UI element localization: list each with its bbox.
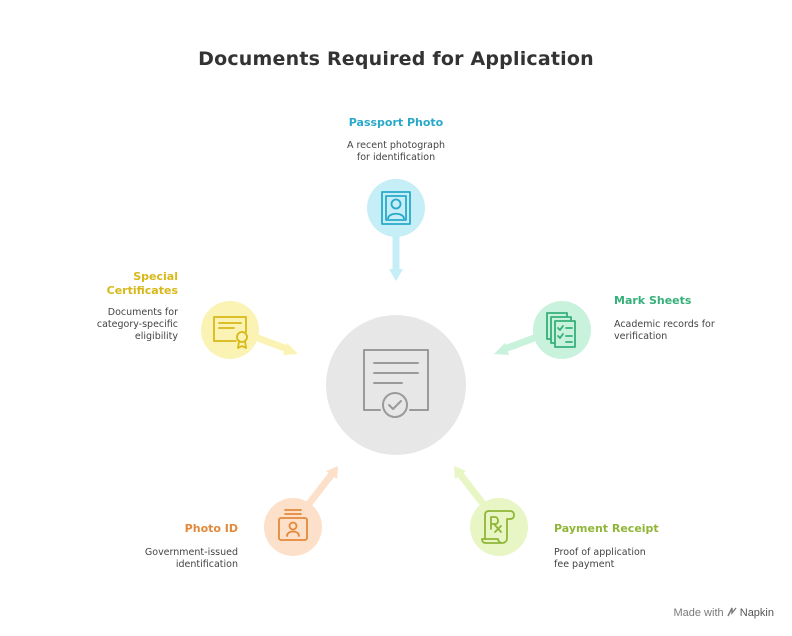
made-with-text: Made with	[673, 607, 724, 619]
payment-node	[470, 498, 528, 556]
center-node	[326, 315, 466, 455]
passport-label: Passport Photo	[348, 116, 444, 129]
arrow-certificates	[253, 333, 298, 355]
payment-description-line: fee payment	[554, 559, 615, 570]
arrow-marksheets	[494, 333, 539, 355]
passport-description: A recent photograph for identification	[296, 140, 496, 164]
diagram-title: Documents Required for Application	[198, 48, 594, 70]
made-with-napkin-footer[interactable]: Made with Napkin	[673, 607, 774, 619]
certificates-description: Documents for category-specific eligibil…	[60, 307, 178, 343]
passport-node	[367, 179, 425, 237]
napkin-brand: Napkin	[739, 607, 774, 619]
marksheets-description-line: Academic records for	[614, 319, 715, 330]
marksheets-node	[533, 301, 591, 359]
certificates-description-line: category-specific	[96, 319, 178, 330]
passport-description-line: for identification	[356, 152, 436, 163]
center-circle	[326, 315, 466, 455]
certificate-check-icon	[363, 349, 429, 418]
certificates-label-line: Special	[133, 270, 178, 283]
certificates-description-line: eligibility	[134, 331, 178, 342]
arrow-passport	[389, 236, 403, 281]
payment-description: Proof of application fee payment	[554, 547, 714, 571]
portrait-photo-icon	[381, 191, 411, 225]
photoid-description: Government-issued identification	[98, 547, 238, 571]
photoid-description-line: Government-issued	[144, 547, 238, 558]
receipt-scroll-icon	[481, 510, 515, 544]
photoid-circle	[264, 498, 322, 556]
payment-label: Payment Receipt	[554, 522, 659, 535]
certificates-description-line: Documents for	[107, 307, 178, 318]
photoid-description-line: identification	[175, 559, 238, 570]
arrow-photoid	[305, 466, 338, 508]
photoid-node	[264, 498, 322, 556]
certificate-seal-icon	[213, 316, 248, 349]
certificates-circle	[201, 301, 259, 359]
payment-description-line: Proof of application	[554, 547, 646, 558]
marksheets-label: Mark Sheets	[614, 294, 692, 307]
passport-description-line: A recent photograph	[346, 140, 446, 151]
marksheets-description-line: verification	[614, 331, 668, 342]
checklist-documents-icon	[546, 312, 576, 348]
photoid-label: Photo ID	[184, 522, 238, 535]
certificates-label-line: Certificates	[106, 284, 178, 297]
certificates-node	[201, 301, 259, 359]
arrow-payment	[454, 466, 487, 508]
certificates-label: Special Certificates	[60, 270, 178, 298]
id-card-icon	[278, 509, 308, 541]
napkin-logo-icon	[727, 607, 737, 617]
marksheets-description: Academic records for verification	[614, 319, 774, 343]
